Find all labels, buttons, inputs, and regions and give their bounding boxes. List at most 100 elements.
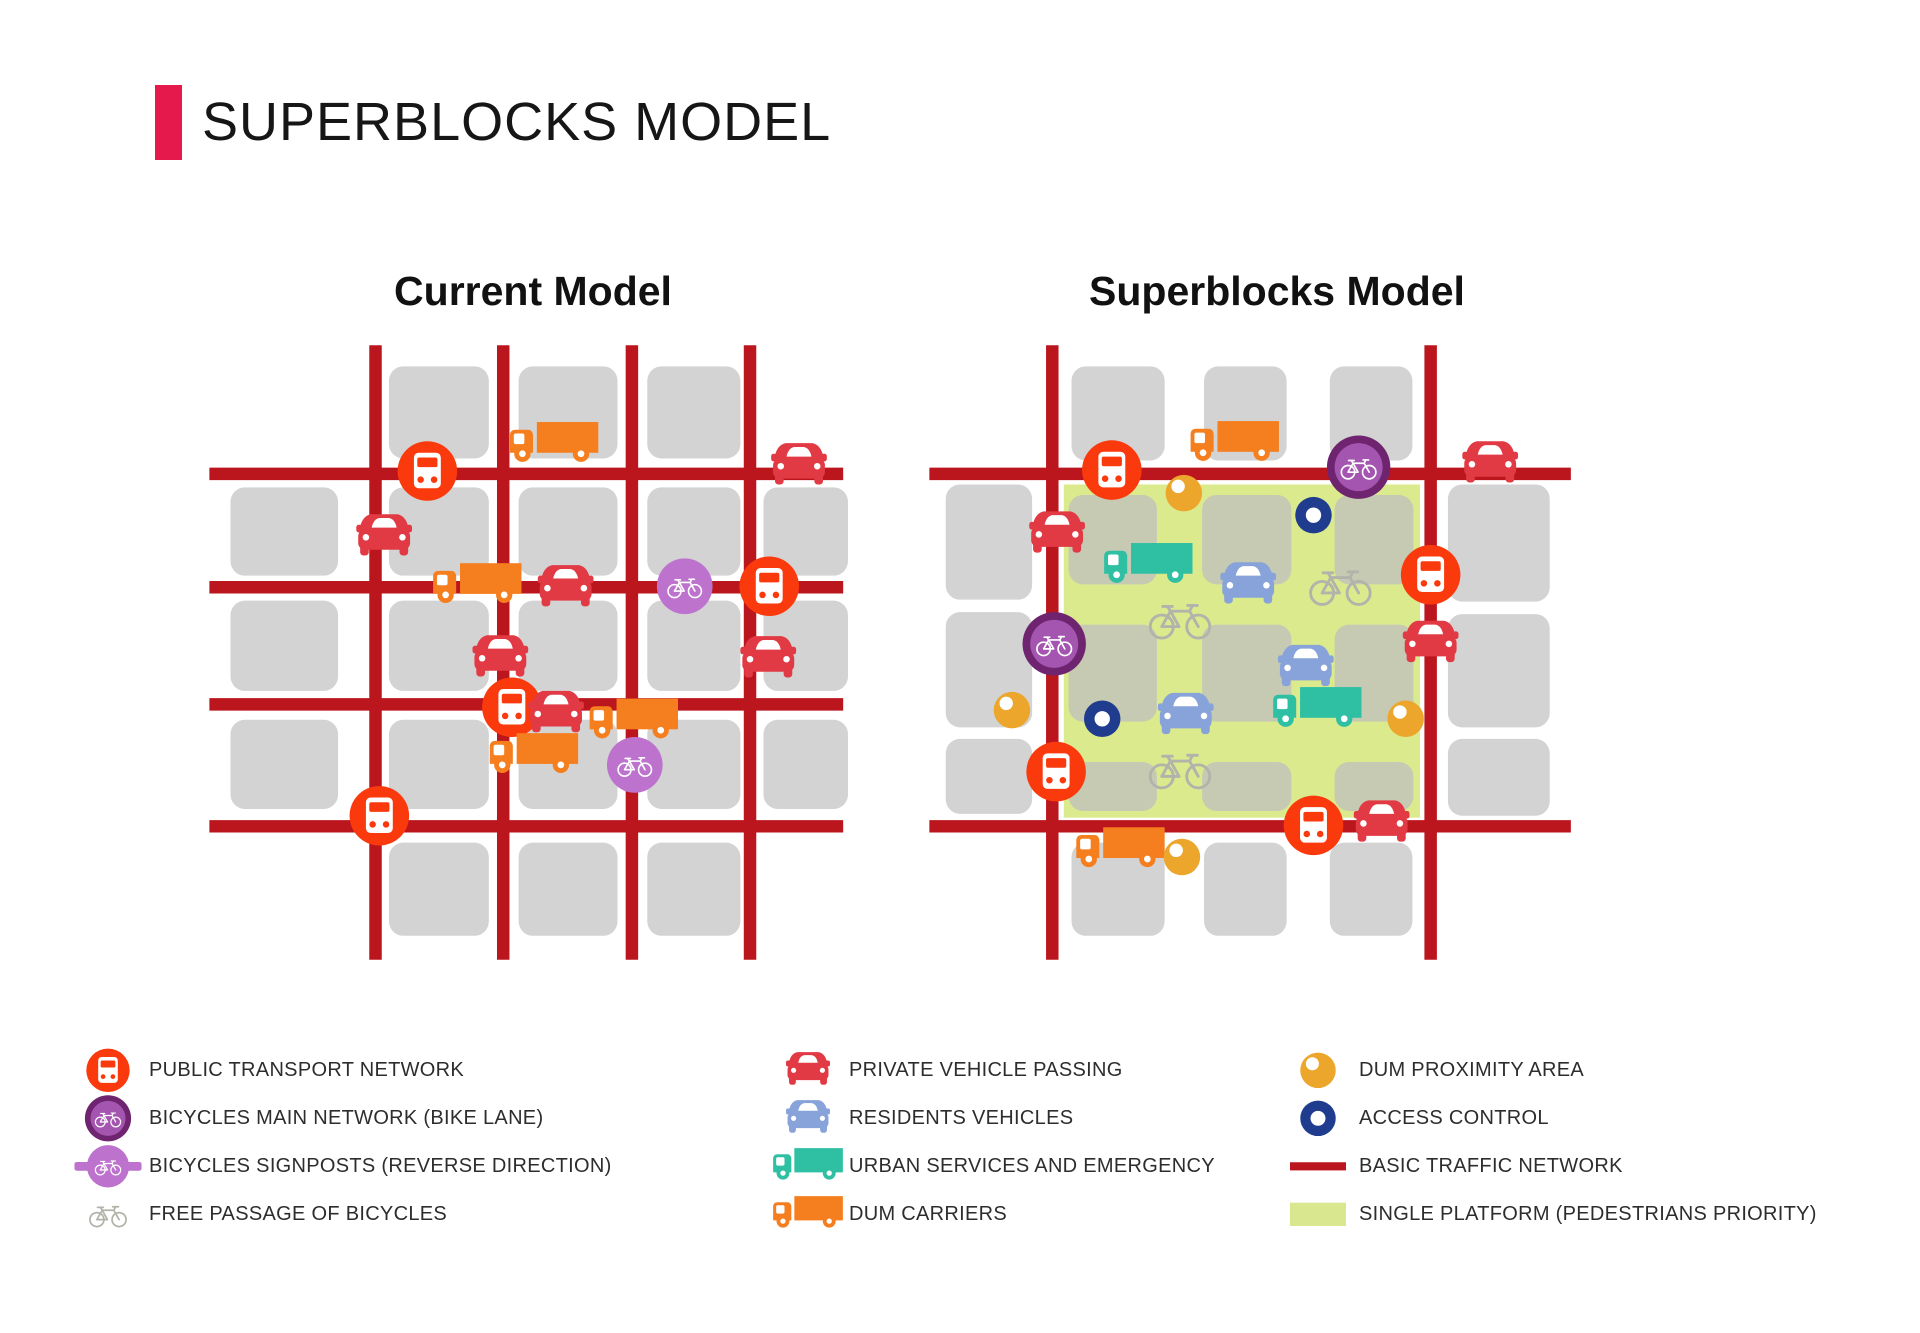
city-block: [230, 719, 339, 810]
page-title: SUPERBLOCKS MODEL: [202, 92, 832, 152]
city-block: [945, 484, 1033, 600]
legend-item: BICYCLES MAIN NETWORK (BIKE LANE): [80, 1094, 612, 1142]
city-block: [1447, 738, 1550, 816]
city-block: [763, 719, 848, 810]
city-block: [388, 366, 489, 459]
current-model-title: Current Model: [394, 268, 672, 314]
legend-item: BICYCLES SIGNPOSTS (REVERSE DIRECTION): [80, 1142, 612, 1190]
title-accent-bar: [155, 85, 182, 160]
public-transport-bus-icon: [1400, 544, 1461, 605]
public-transport-bus-icon: [86, 1048, 130, 1092]
public-transport-bus-icon: [1026, 741, 1086, 802]
legend-label: BASIC TRAFFIC NETWORK: [1359, 1154, 1623, 1177]
city-block: [647, 600, 741, 691]
car-icon: [1220, 562, 1277, 604]
city-block: [945, 738, 1033, 814]
superblock-city-block: [1202, 495, 1292, 585]
public-transport-bus-icon: [397, 441, 458, 501]
city-block: [518, 600, 618, 691]
legend-label: SINGLE PLATFORM (PEDESTRIANS PRIORITY): [1359, 1202, 1817, 1225]
dum-proximity-icon: [993, 691, 1031, 729]
dum-proximity-icon: [1163, 838, 1201, 876]
legend-item: ACCESS CONTROL: [1290, 1094, 1817, 1142]
dum-proximity-icon: [1387, 700, 1424, 738]
bicycles-signpost-icon: [657, 558, 713, 614]
legend-label: BICYCLES MAIN NETWORK (BIKE LANE): [149, 1106, 544, 1129]
car-icon: [1402, 620, 1459, 663]
legend-item: DUM PROXIMITY AREA: [1290, 1046, 1817, 1094]
legend-label: BICYCLES SIGNPOSTS (REVERSE DIRECTION): [149, 1154, 612, 1177]
legend-column-2: PRIVATE VEHICLE PASSING RESIDENTS VEHICLE…: [773, 1046, 1215, 1238]
city-block: [1329, 842, 1413, 936]
city-block: [388, 600, 489, 691]
legend-column-3: DUM PROXIMITY AREA ACCESS CONTROL BASIC TR…: [1290, 1046, 1817, 1238]
city-block: [647, 842, 741, 936]
bicycles-main-network-icon: [1023, 612, 1086, 675]
legend-label: FREE PASSAGE OF BICYCLES: [149, 1202, 448, 1225]
city-block: [388, 719, 489, 810]
dum-proximity-icon: [1165, 474, 1203, 512]
legend-label: DUM PROXIMITY AREA: [1359, 1058, 1585, 1081]
city-block: [1447, 484, 1550, 602]
car-icon: [1029, 511, 1085, 553]
legend-item: RESIDENTS VEHICLES: [780, 1094, 1215, 1142]
superblocks-model-title: Superblocks Model: [1089, 268, 1465, 314]
superblock-city-block: [1068, 761, 1157, 811]
truck-icon: [773, 1195, 843, 1228]
city-block: [1204, 842, 1287, 936]
legend-item: BASIC TRAFFIC NETWORK: [1290, 1142, 1817, 1190]
public-transport-bus-icon: [739, 556, 800, 617]
legend-item: SINGLE PLATFORM (PEDESTRIANS PRIORITY): [1290, 1190, 1817, 1238]
single-platform-swatch: [1290, 1202, 1346, 1226]
superblock-city-block: [1334, 761, 1414, 811]
legend-item: DUM CARRIERS: [773, 1190, 1215, 1238]
map-current: [209, 345, 848, 960]
truck-icon: [773, 1147, 843, 1180]
car-icon: [740, 636, 797, 678]
legend-column-1: PUBLIC TRANSPORT NETWORK BICYCLES MAIN NE…: [80, 1046, 612, 1238]
city-block: [230, 487, 339, 576]
access-control-icon: [1300, 1100, 1336, 1136]
city-block: [1071, 366, 1165, 461]
car-icon: [528, 690, 584, 733]
city-block: [763, 487, 848, 576]
city-block: [1447, 614, 1550, 728]
legend-label: PRIVATE VEHICLE PASSING: [849, 1058, 1123, 1081]
superblock-city-block: [1068, 624, 1157, 722]
car-icon: [771, 443, 827, 485]
city-block: [518, 842, 618, 936]
page-header: SUPERBLOCKS MODEL: [155, 85, 831, 160]
legend-label: RESIDENTS VEHICLES: [849, 1106, 1074, 1129]
bicycles-signpost-icon: [80, 1143, 136, 1190]
public-transport-bus-icon: [1082, 440, 1142, 500]
city-block: [1071, 842, 1165, 936]
legend-label: DUM CARRIERS: [849, 1202, 1008, 1225]
car-icon: [1157, 692, 1214, 735]
bicycles-signpost-icon: [607, 737, 663, 793]
car-icon: [786, 1099, 830, 1133]
car-icon: [356, 514, 413, 556]
access-control-icon: [1295, 496, 1332, 534]
legend-label: URBAN SERVICES AND EMERGENCY: [849, 1154, 1215, 1177]
city-block: [647, 366, 741, 459]
free-passage-bicycle-icon: [80, 1191, 136, 1238]
bicycles-main-network-icon: [80, 1095, 136, 1142]
legend-label: PUBLIC TRANSPORT NETWORK: [149, 1058, 465, 1081]
superblock-city-block: [1202, 761, 1292, 811]
car-icon: [786, 1051, 830, 1085]
superblock-city-block: [1334, 495, 1414, 585]
city-block: [647, 487, 741, 576]
legend-item: PUBLIC TRANSPORT NETWORK: [80, 1046, 612, 1094]
city-block: [388, 487, 489, 576]
legend-label: ACCESS CONTROL: [1359, 1106, 1549, 1129]
public-transport-bus-icon: [349, 785, 410, 846]
legend-item: PRIVATE VEHICLE PASSING: [780, 1046, 1215, 1094]
dum-proximity-icon: [1300, 1052, 1336, 1088]
car-icon: [472, 635, 529, 677]
legend-item: URBAN SERVICES AND EMERGENCY: [773, 1142, 1215, 1190]
city-block: [388, 842, 489, 936]
car-icon: [1462, 441, 1519, 483]
car-icon: [537, 565, 594, 607]
city-block: [518, 487, 618, 576]
car-icon: [1277, 644, 1334, 687]
